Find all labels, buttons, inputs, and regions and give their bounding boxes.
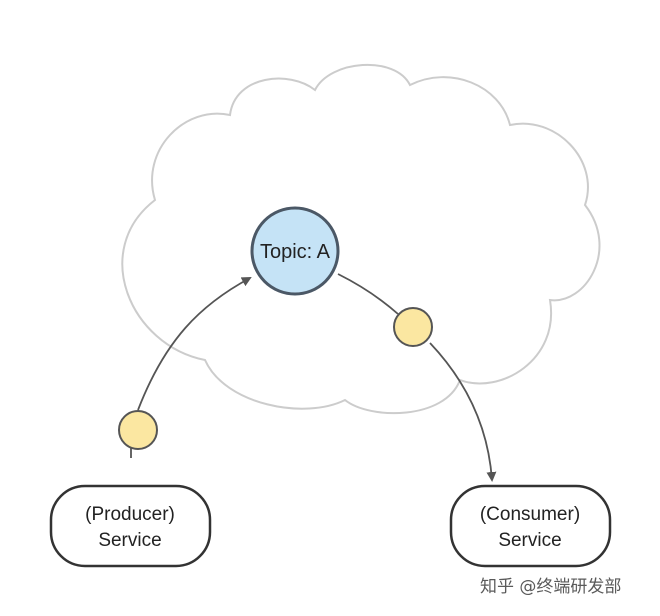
broker-cloud (121, 64, 601, 415)
consumer-service-node: (Consumer) Service (449, 484, 612, 568)
producer-label-line2: Service (98, 530, 161, 551)
watermark-text: 知乎 @终端研发部 (480, 577, 622, 597)
topic-node: Topic: A (250, 206, 340, 296)
consumer-label-line2: Service (498, 530, 561, 551)
published-message-dot (118, 410, 158, 450)
consumer-label-line1: (Consumer) (480, 504, 580, 525)
subscribe-arrow (337, 273, 492, 480)
producer-label-line1: (Producer) (85, 504, 175, 525)
producer-service-node: (Producer) Service (49, 484, 212, 568)
topic-label: Topic: A (260, 241, 331, 263)
delivered-message-dot (393, 307, 433, 347)
